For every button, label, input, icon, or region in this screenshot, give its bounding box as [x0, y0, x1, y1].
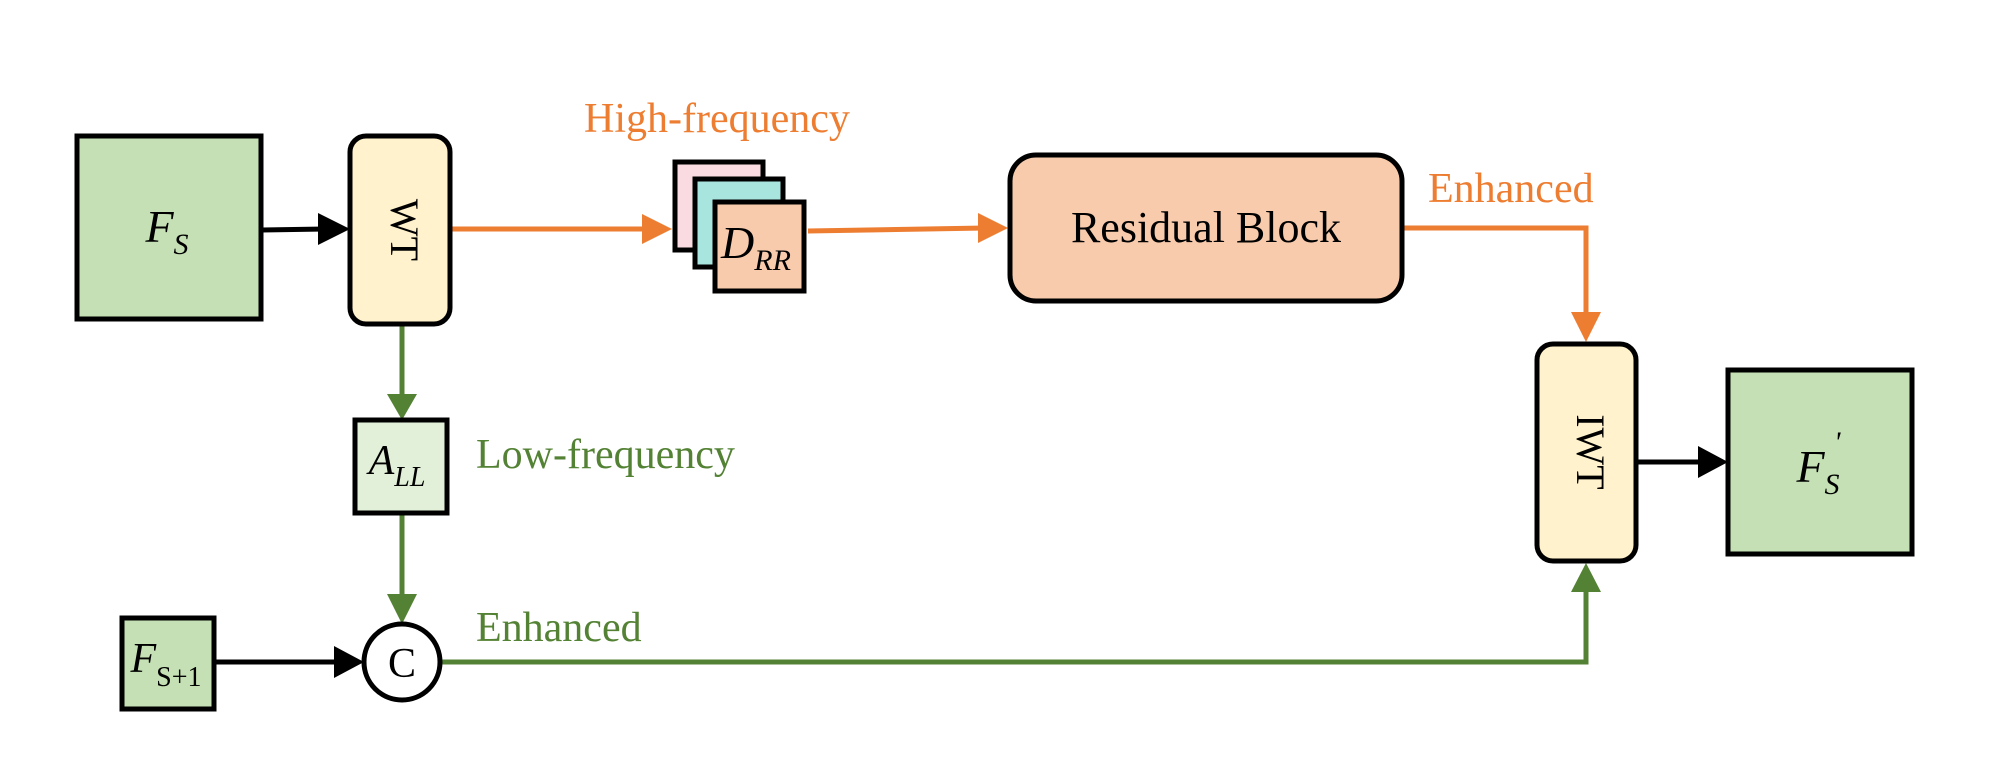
drr-sub: RR	[753, 244, 791, 277]
svg-text:FS+1: FS+1	[129, 636, 201, 693]
edge-all-to-concat	[387, 513, 417, 624]
fs-main: F	[144, 201, 174, 252]
edge-residual-to-iwt	[1402, 225, 1601, 342]
label-high-frequency: High-frequency	[584, 96, 850, 142]
arrowhead-green	[387, 394, 417, 420]
arrowhead-orange	[642, 214, 672, 244]
all-main: A	[366, 438, 395, 484]
node-fs-output: FS '	[1725, 367, 1915, 557]
label-enhanced-high: Enhanced	[1428, 166, 1594, 212]
arrowhead-black	[318, 213, 350, 245]
stack-layer-orange	[712, 199, 807, 294]
concat-label: C	[388, 641, 416, 687]
fs1-main: F	[129, 636, 156, 682]
iwt-label: IWT	[1568, 414, 1613, 490]
fs-out-prime: '	[1834, 426, 1841, 459]
svg-text:FS: FS	[144, 201, 188, 261]
fs-out-sub: S	[1825, 468, 1840, 501]
edge-fs-to-wt	[261, 213, 350, 245]
node-all: ALL	[352, 417, 450, 516]
arrowhead-green	[1571, 563, 1601, 592]
arrowhead-orange	[1571, 312, 1601, 342]
drr-main: D	[720, 217, 754, 268]
edge-wt-to-drr	[450, 214, 672, 244]
edge-concat-to-iwt	[442, 563, 1601, 665]
node-fs-input: FS	[74, 133, 264, 322]
label-low-frequency: Low-frequency	[476, 432, 735, 478]
node-drr-stack: DRR	[672, 159, 807, 294]
edge-iwt-to-fs-out	[1636, 446, 1728, 478]
all-sub: LL	[393, 462, 425, 493]
arrowhead-green	[387, 594, 417, 624]
node-concat: C	[361, 621, 443, 703]
wt-label: WT	[382, 199, 427, 261]
svg-text:FS: FS	[1795, 441, 1839, 501]
label-enhanced-low: Enhanced	[476, 605, 642, 651]
arrowhead-black	[1698, 446, 1728, 478]
fs-out-main: F	[1795, 441, 1825, 492]
node-wt: WT	[347, 133, 453, 327]
svg-text:DRR: DRR	[720, 217, 791, 277]
node-residual-block: Residual Block	[1007, 152, 1405, 304]
edge-fs1-to-concat	[214, 646, 364, 678]
edge-drr-to-residual	[807, 213, 1008, 243]
node-iwt: IWT	[1534, 341, 1639, 564]
fs1-sub: S+1	[156, 662, 201, 693]
residual-label: Residual Block	[1071, 203, 1341, 252]
fs-sub: S	[174, 228, 189, 261]
svg-text:ALL: ALL	[366, 438, 426, 493]
arrowhead-black	[334, 646, 364, 678]
edge-wt-to-all	[387, 325, 417, 420]
node-fs1-input: FS+1	[119, 615, 217, 712]
arrowhead-orange	[978, 213, 1008, 243]
